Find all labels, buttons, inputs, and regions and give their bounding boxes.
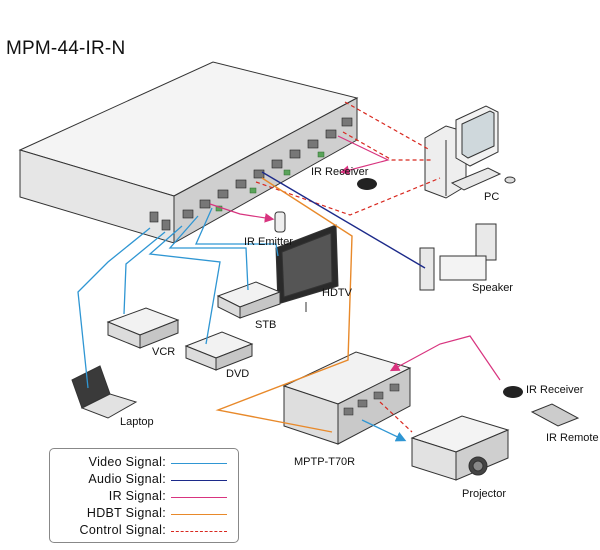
vcr-label: VCR (152, 346, 176, 358)
projector-label: Projector (462, 488, 507, 500)
legend-label-control: Control Signal: (79, 523, 166, 537)
laptop (71, 365, 138, 419)
dvd (184, 331, 254, 371)
dvd-label: DVD (226, 368, 250, 380)
hdbt-signal-lines (215, 177, 353, 433)
audio-signal-lines (261, 171, 426, 269)
ir-receiver-top-device (357, 178, 377, 190)
hdtv-label: HDTV (322, 287, 352, 299)
legend-row-hdbt: HDBT Signal: (50, 506, 236, 522)
legend: Video Signal: Audio Signal: IR Signal: H… (49, 448, 239, 543)
speaker (419, 223, 497, 291)
legend-swatch-audio (171, 480, 227, 481)
stb (216, 281, 282, 319)
legend-swatch-ir (171, 497, 227, 498)
ir-remote-device (530, 403, 580, 427)
pc-label: PC (484, 191, 500, 203)
legend-swatch-video (171, 463, 227, 464)
speaker-label: Speaker (472, 282, 513, 294)
mptp-receiver (282, 351, 412, 445)
projector (410, 415, 510, 481)
ir-emitter-label: IR Emitter (244, 236, 293, 248)
pc-tower (424, 105, 516, 199)
legend-label-ir: IR Signal: (108, 489, 166, 503)
video-signal-lines (77, 207, 407, 442)
control-signal-lines (255, 101, 441, 433)
ir-remote-label: IR Remote (546, 432, 599, 444)
legend-row-ir: IR Signal: (50, 489, 236, 505)
laptop-label: Laptop (120, 416, 154, 428)
vcr (106, 307, 180, 349)
legend-label-audio: Audio Signal: (88, 472, 166, 486)
ir-receiver-right-device (503, 386, 523, 398)
legend-row-control: Control Signal: (50, 523, 236, 539)
mptp-label: MPTP-T70R (294, 456, 356, 468)
stb-label: STB (255, 319, 277, 331)
ir-signal-lines (209, 135, 501, 381)
page-title: MPM-44-IR-N (6, 38, 126, 59)
legend-row-audio: Audio Signal: (50, 472, 236, 488)
hdtv (275, 224, 339, 312)
ir-receiver-top-label: IR Receiver (311, 166, 369, 178)
legend-label-hdbt: HDBT Signal: (86, 506, 166, 520)
ir-emitter-device (274, 211, 286, 233)
legend-swatch-hdbt (171, 514, 227, 515)
legend-label-video: Video Signal: (88, 455, 166, 469)
legend-swatch-control (171, 531, 227, 532)
ir-receiver-right-label: IR Receiver (526, 384, 584, 396)
legend-row-video: Video Signal: (50, 455, 236, 471)
matrix-unit (18, 61, 359, 244)
